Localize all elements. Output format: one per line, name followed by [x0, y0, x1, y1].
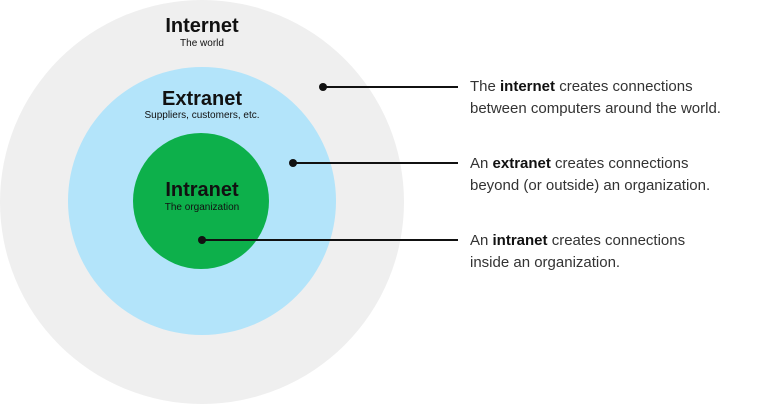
- internet-leader-dot: [319, 83, 327, 91]
- intranet-description-line1: creates connections: [547, 232, 686, 249]
- internet-description-line1: creates connections: [555, 78, 693, 95]
- internet-description-keyword: internet: [500, 78, 556, 95]
- intranet-leader-dot: [198, 236, 206, 244]
- extranet-description-prefix: An: [470, 155, 493, 172]
- extranet-title: Extranet: [161, 88, 243, 110]
- intranet-description-prefix: An: [470, 232, 493, 249]
- extranet-subtitle: Suppliers, customers, etc.: [144, 110, 260, 121]
- intranet-leader-line: [202, 239, 458, 241]
- intranet-circle: [133, 133, 269, 269]
- internet-subtitle: The world: [180, 38, 224, 49]
- extranet-leader-dot: [289, 159, 297, 167]
- internet-description-prefix: The: [470, 78, 501, 95]
- extranet-description-line2: beyond (or outside) an organization.: [470, 177, 711, 194]
- extranet-description-keyword: extranet: [492, 155, 551, 172]
- extranet-description: An extranet creates connections beyond (…: [470, 153, 766, 197]
- internet-description-line2: between computers around the world.: [470, 100, 721, 117]
- intranet-description-line2: inside an organization.: [470, 254, 621, 271]
- internet-leader-line: [323, 86, 458, 88]
- internet-description: The internet creates connections between…: [470, 76, 766, 120]
- intranet-subtitle: The organization: [164, 202, 240, 213]
- intranet-description: An intranet creates connections inside a…: [470, 230, 766, 274]
- internet-title: Internet: [165, 15, 239, 37]
- extranet-description-line1: creates connections: [550, 155, 689, 172]
- intranet-title: Intranet: [165, 179, 239, 201]
- intranet-description-keyword: intranet: [492, 232, 548, 249]
- extranet-leader-line: [293, 162, 458, 164]
